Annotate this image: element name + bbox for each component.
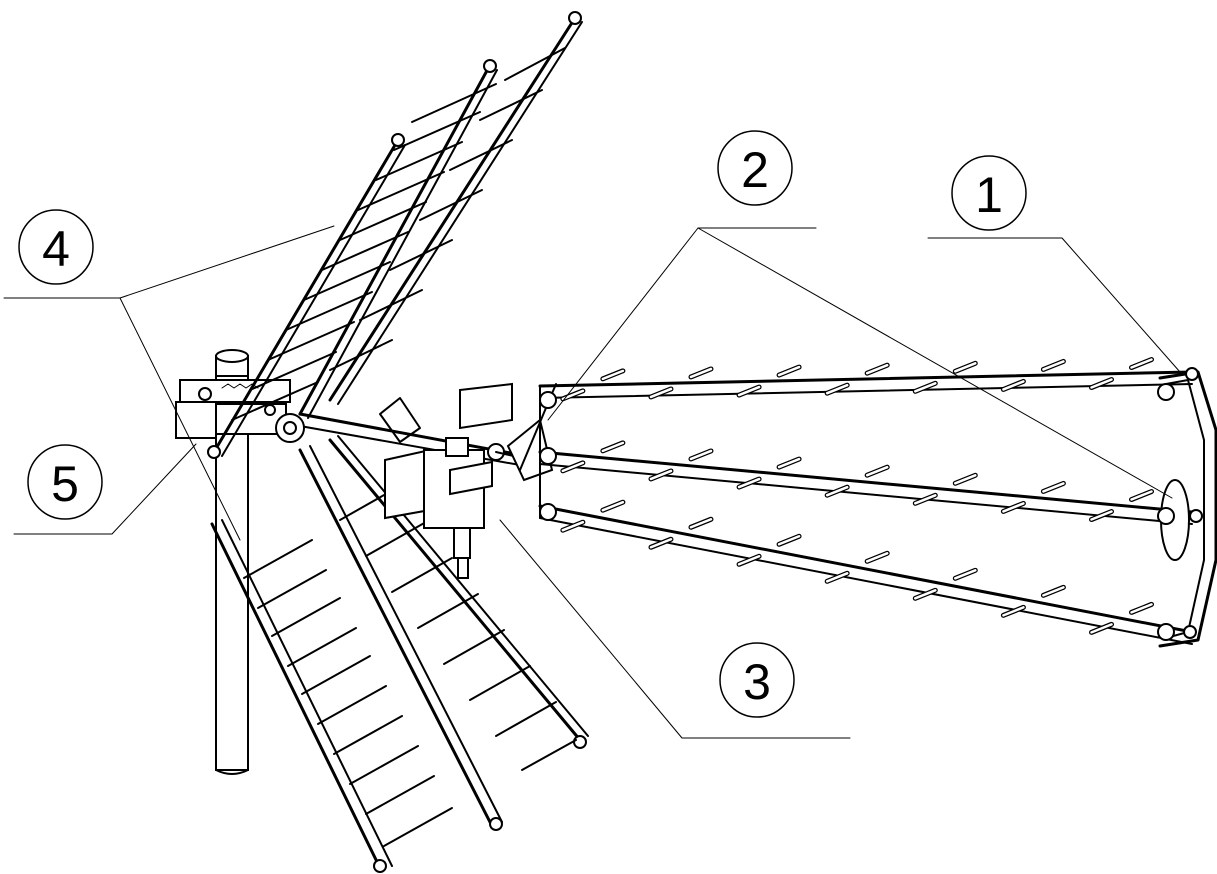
director-rod-highlight	[825, 572, 849, 583]
callout-label: 2	[741, 142, 769, 198]
director-rod-highlight	[689, 367, 713, 379]
callout-label: 3	[743, 654, 771, 710]
director-rod-highlight	[649, 387, 673, 399]
callout-4: 4	[18, 209, 94, 285]
director-rod-highlight	[825, 383, 849, 395]
director-rod-highlight	[825, 485, 849, 497]
director-rod-highlight	[865, 552, 889, 563]
callout-1: 1	[951, 155, 1027, 231]
director-rod-highlight	[954, 474, 977, 485]
dipole-junction-box	[384, 382, 549, 579]
upper-reflector-grid	[207, 11, 583, 459]
director-rod-highlight	[777, 365, 801, 377]
director-rod-highlight	[914, 589, 937, 600]
director-rod-highlight	[649, 537, 673, 549]
mast-clamp	[175, 379, 291, 439]
leader-lines	[3, 225, 1181, 739]
director-rod-highlight	[954, 569, 977, 580]
callout-5: 5	[27, 444, 103, 520]
director-rod-highlight	[737, 477, 761, 489]
director-frame	[506, 367, 1217, 648]
director-rod-highlight	[1130, 490, 1153, 501]
director-rod-highlight	[1002, 380, 1025, 391]
director-rod-highlight	[649, 469, 673, 481]
director-rod-highlight	[1130, 358, 1153, 369]
director-rod-highlight	[954, 362, 977, 373]
director-rod-highlight	[737, 555, 761, 566]
director-rod-highlight	[1002, 502, 1025, 513]
director-rod-highlight	[777, 457, 801, 469]
director-rod-highlight	[561, 461, 585, 473]
director-rod-highlight	[865, 363, 889, 375]
director-rod-highlight	[1130, 603, 1153, 614]
director-rod-highlight	[561, 520, 585, 532]
callout-label: 4	[42, 221, 70, 277]
director-rod-highlight	[561, 389, 585, 401]
callout-label: 5	[51, 456, 79, 512]
director-rod-highlight	[1090, 378, 1113, 389]
director-rod-highlight	[689, 517, 713, 529]
director-rod-highlight	[601, 369, 625, 381]
callout-2: 2	[717, 130, 793, 206]
director-rod-highlight	[601, 441, 625, 453]
director-rod-highlight	[1042, 482, 1065, 493]
director-rod-highlight	[914, 382, 937, 393]
director-rod-highlight	[689, 449, 713, 461]
director-rod-highlight	[601, 500, 625, 512]
director-rod-highlight	[777, 535, 801, 546]
callout-label: 1	[975, 167, 1003, 223]
antenna-boom	[275, 412, 550, 471]
director-rod-highlight	[1042, 360, 1065, 371]
director-rod-highlight	[865, 465, 889, 477]
director-rod-highlight	[1090, 510, 1113, 521]
director-rod-highlight	[737, 385, 761, 397]
lower-reflector-grid	[210, 397, 589, 873]
director-rod-highlight	[1002, 606, 1025, 617]
director-rod-highlight	[1042, 586, 1065, 597]
callout-3: 3	[719, 642, 795, 718]
director-rod-highlight	[1090, 623, 1113, 634]
director-elements	[560, 357, 1155, 635]
director-rod-highlight	[914, 494, 937, 505]
